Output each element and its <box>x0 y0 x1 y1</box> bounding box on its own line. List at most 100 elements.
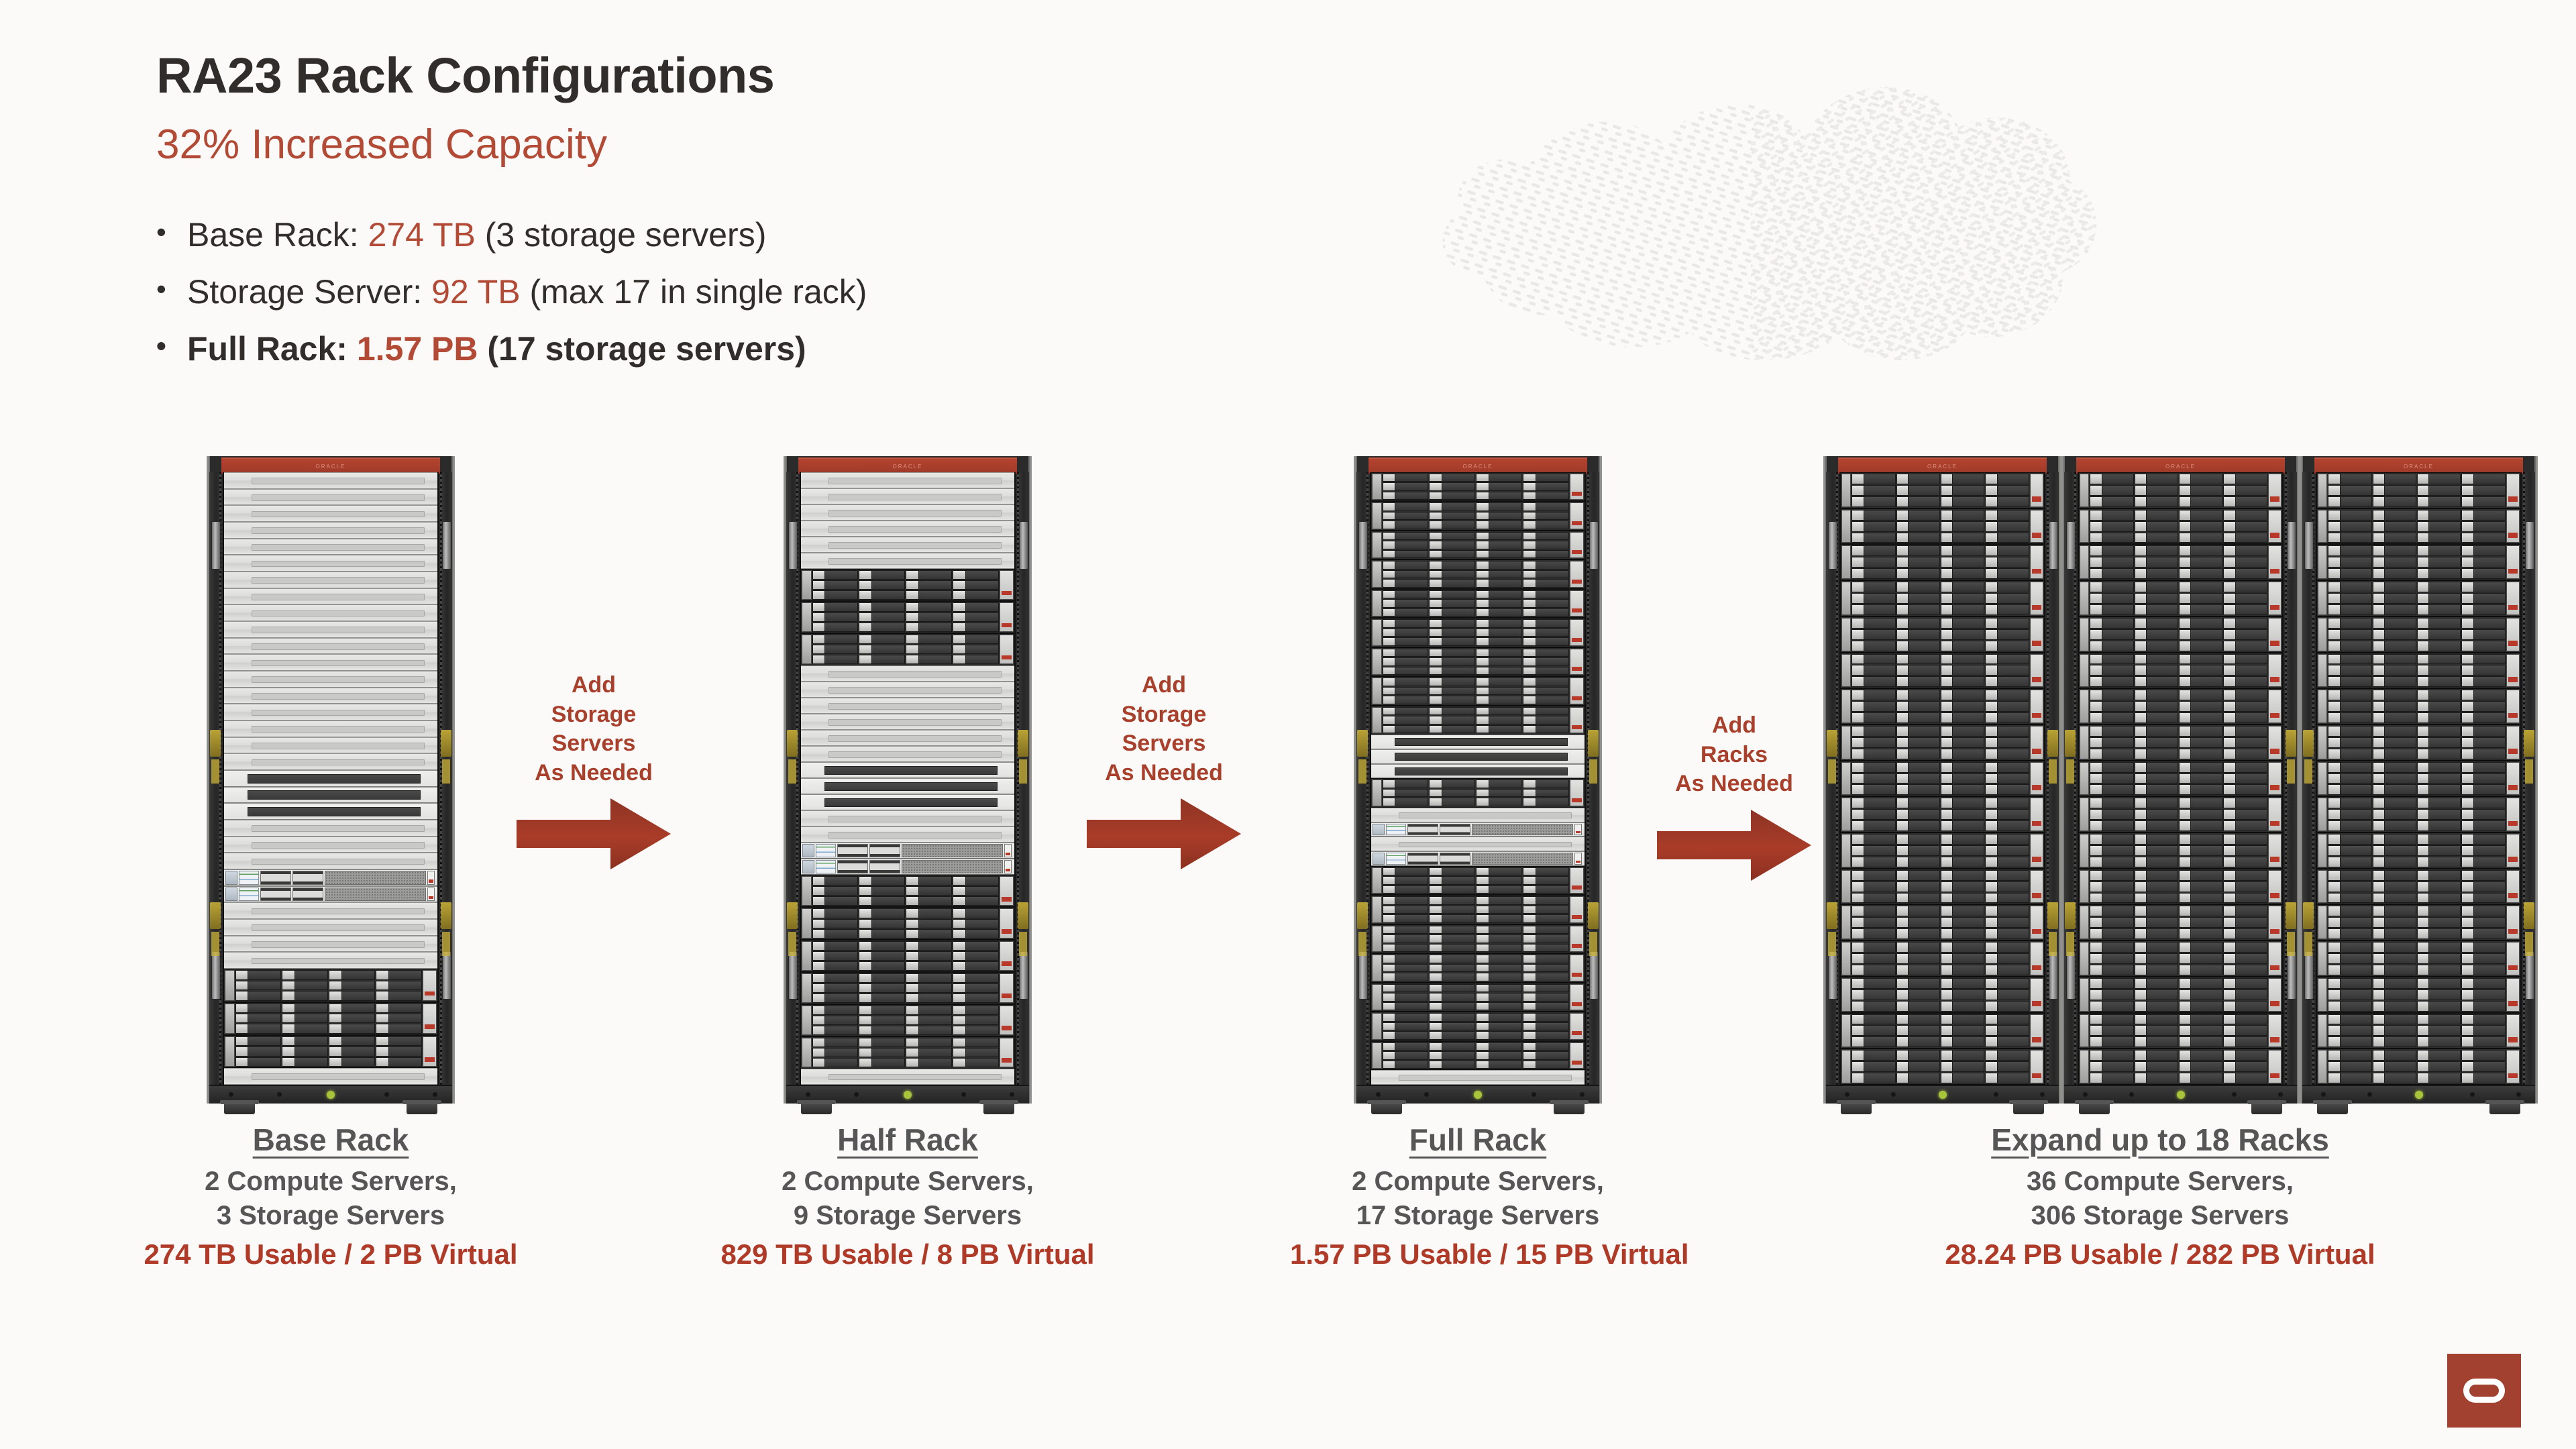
drive-tray-handle <box>1941 496 1953 506</box>
drive-tray-handle <box>1477 716 1489 724</box>
storage-drive-tray <box>2223 676 2267 688</box>
storage-drive-tray <box>1476 1031 1523 1040</box>
rack-door-handle[interactable] <box>1828 521 1837 570</box>
drive-tray-face <box>2102 474 2133 484</box>
drive-tray-handle <box>1430 492 1442 500</box>
rack-door-handle[interactable] <box>2525 521 2534 570</box>
drive-tray-handle <box>2135 521 2147 531</box>
drive-tray-handle <box>1523 1022 1536 1030</box>
drive-tray-handle <box>2179 1014 2192 1024</box>
rack-door-handle[interactable] <box>1358 951 1368 1000</box>
drive-tray-handle <box>1430 570 1442 578</box>
drive-tray-face <box>1536 696 1569 704</box>
rack-door-handle[interactable] <box>2049 521 2058 570</box>
drive-tray-face <box>1395 867 1428 875</box>
storage-drive-tray <box>1851 942 1896 953</box>
drive-tray-handle <box>1896 629 1909 639</box>
rack-door-handle[interactable] <box>2525 951 2534 1000</box>
rack-unit-storage-server <box>1371 559 1585 589</box>
rack-unit-filler-panel <box>224 522 437 539</box>
storage-drive-tray <box>1940 593 1985 604</box>
storage-right-ear <box>2506 653 2520 688</box>
storage-drive-tray <box>1851 1036 1896 1048</box>
storage-drive-tray <box>2178 953 2223 964</box>
rack-door-handle[interactable] <box>1828 951 1837 1000</box>
rack-door-handle[interactable] <box>1589 951 1599 1000</box>
rack-unit-stack <box>1839 472 2045 1085</box>
drive-tray-face <box>1909 557 1939 568</box>
drive-tray-handle <box>2328 654 2341 664</box>
rack-door-handle[interactable] <box>788 951 798 1000</box>
storage-drive-tray <box>1851 496 1896 507</box>
rack-door-handle[interactable] <box>2066 951 2076 1000</box>
rack-unit-filler-panel <box>224 654 437 672</box>
drive-tray-handle <box>2090 870 2102 880</box>
drive-tray-handle <box>2373 798 2385 808</box>
storage-drive-tray <box>1985 964 2029 975</box>
rack-cable-latch <box>2303 730 2314 757</box>
storage-drive-tray <box>2134 617 2178 629</box>
rack-door-handle[interactable] <box>2304 951 2314 1000</box>
drive-tray-handle <box>1896 1014 1909 1024</box>
storage-drive-tray <box>1985 953 2029 964</box>
storage-drive-grid <box>2328 977 2506 1012</box>
drive-tray-handle <box>2462 726 2474 736</box>
storage-drive-tray <box>812 602 859 612</box>
rack-door-handle[interactable] <box>1019 951 1028 1000</box>
drive-tray-handle <box>2090 943 2102 953</box>
drive-tray-face <box>1536 1014 1569 1021</box>
drive-tray-handle <box>2179 835 2192 844</box>
rack-door-handle[interactable] <box>1358 521 1368 570</box>
drive-tray-face <box>388 971 422 979</box>
storage-drive-tray <box>1851 1000 1896 1012</box>
drive-tray-handle <box>1477 906 1489 914</box>
storage-drive-tray <box>1940 640 1985 651</box>
rack-door-handle[interactable] <box>2287 951 2296 1000</box>
storage-drive-tray <box>953 1005 1000 1015</box>
storage-drive-tray <box>2416 712 2461 723</box>
storage-left-ear <box>2080 690 2090 723</box>
storage-drive-tray <box>2223 989 2267 1000</box>
storage-drive-tray <box>1940 676 1985 688</box>
storage-drive-tray <box>1523 905 1570 914</box>
storage-drive-tray <box>235 970 282 980</box>
drive-tray-face <box>1442 973 1475 981</box>
rack-brand-bar: ORACLE <box>798 458 1017 474</box>
drive-tray-face <box>2340 726 2371 736</box>
rack-door-handle[interactable] <box>2066 521 2076 570</box>
rack-door-handle[interactable] <box>2287 521 2296 570</box>
drive-tray-handle <box>1986 906 1998 916</box>
rack-door-handle[interactable] <box>442 951 451 1000</box>
storage-drive-tray <box>1382 590 1429 599</box>
drive-tray-handle <box>953 1016 966 1024</box>
storage-left-ear <box>802 876 812 906</box>
drive-tray-face <box>2429 954 2461 963</box>
storage-drive-tray <box>2328 665 2372 676</box>
storage-left-ear <box>1372 590 1382 617</box>
storage-drive-tray <box>1985 761 2029 773</box>
storage-drive-tray <box>1985 604 2029 615</box>
storage-drive-tray <box>2461 545 2506 557</box>
rack-door-handle[interactable] <box>2304 521 2314 570</box>
drive-tray-face <box>1395 570 1428 578</box>
rack-door-handle[interactable] <box>211 951 221 1000</box>
rack-door-handle[interactable] <box>2049 951 2058 1000</box>
rack-door-handle[interactable] <box>788 521 798 570</box>
storage-drive-tray <box>2461 1061 2506 1073</box>
drive-tray-face <box>2235 773 2267 784</box>
storage-drive-tray <box>906 951 953 961</box>
drive-tray-handle <box>1986 845 1998 855</box>
drive-tray-handle <box>376 971 389 979</box>
drive-tray-face <box>2102 918 2133 928</box>
storage-drive-tray <box>1985 1000 2029 1012</box>
drive-tray-handle <box>2373 870 2385 880</box>
drive-tray-handle <box>1477 915 1489 922</box>
rack-door-handle[interactable] <box>1019 521 1028 570</box>
rack-door-handle[interactable] <box>442 521 451 570</box>
drive-tray-face <box>2102 870 2133 880</box>
rack-door-handle[interactable] <box>1589 521 1599 570</box>
drive-tray-handle <box>2090 496 2102 506</box>
rack-door-handle[interactable] <box>211 521 221 570</box>
storage-drive-tray <box>2328 1025 2372 1036</box>
